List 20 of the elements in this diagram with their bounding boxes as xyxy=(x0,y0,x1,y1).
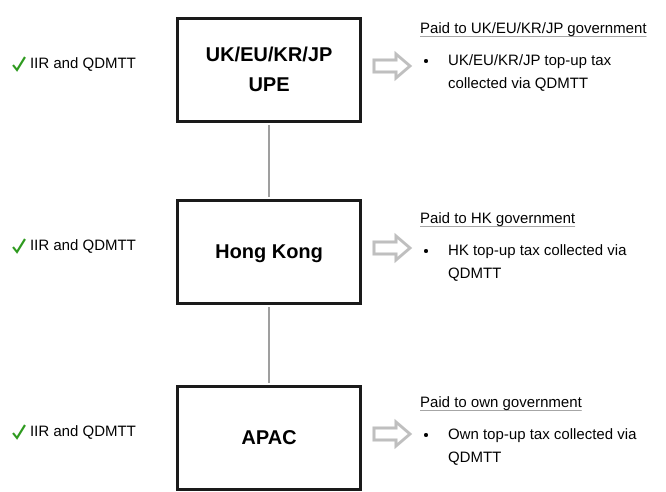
entity-name: UK/EU/KR/JP UPE xyxy=(204,43,334,98)
connector-line xyxy=(268,307,270,383)
block-arrow xyxy=(372,50,412,82)
entity-box xyxy=(176,385,362,491)
bullet-text: UK/EU/KR/JP top-up tax collected via QDMTT xyxy=(448,51,612,94)
payment-heading: Paid to HK government xyxy=(420,209,576,229)
payment-heading: Paid to UK/EU/KR/JP government xyxy=(420,19,648,39)
entity-box xyxy=(176,17,362,123)
rule-text: IIR and QDMTT xyxy=(30,422,136,442)
entity-box xyxy=(176,199,362,305)
rule-text: IIR and QDMTT xyxy=(30,236,136,256)
rule-text: IIR and QDMTT xyxy=(30,54,136,74)
block-arrow xyxy=(372,232,412,264)
bullet-text: HK top-up tax collected via QDMTT xyxy=(448,241,628,284)
entity-name: APAC xyxy=(241,426,297,451)
connector-line xyxy=(268,125,270,197)
block-arrow xyxy=(372,418,412,450)
entity-name: Hong Kong xyxy=(215,240,323,265)
payment-heading: Paid to own government xyxy=(420,393,583,413)
bullet-text: Own top-up tax collected via QDMTT xyxy=(448,425,638,468)
